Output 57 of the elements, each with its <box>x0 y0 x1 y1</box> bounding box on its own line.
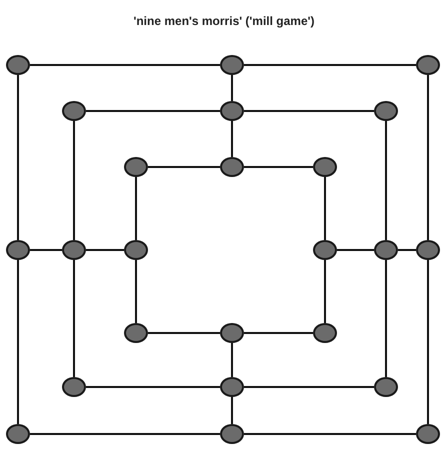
board-line <box>427 75 429 240</box>
board-line <box>244 433 416 435</box>
diagram-title: 'nine men's morris' ('mill game') <box>134 13 314 30</box>
board-point <box>124 240 148 260</box>
board-point <box>124 323 148 343</box>
board-point <box>6 240 30 260</box>
board-line <box>231 397 233 424</box>
board-line <box>231 343 233 377</box>
board-point <box>220 55 244 75</box>
board-point <box>416 240 440 260</box>
board-line <box>231 121 233 157</box>
board-line <box>244 110 374 112</box>
board-point <box>313 323 337 343</box>
board-line <box>244 332 313 334</box>
board-point <box>220 377 244 397</box>
board-point <box>416 55 440 75</box>
board-point <box>220 424 244 444</box>
board-line <box>86 249 124 251</box>
board-line <box>86 110 220 112</box>
board-point <box>62 377 86 397</box>
board-line <box>17 260 19 424</box>
board-point <box>374 240 398 260</box>
board-point <box>416 424 440 444</box>
board-line <box>385 260 387 377</box>
board-line <box>30 64 220 66</box>
board-line <box>337 249 374 251</box>
board-line <box>17 75 19 240</box>
board-line <box>385 121 387 240</box>
board-point <box>374 101 398 121</box>
board-point <box>313 240 337 260</box>
board-point <box>220 323 244 343</box>
board-line <box>86 386 220 388</box>
board-point <box>313 157 337 177</box>
board-point <box>62 240 86 260</box>
board-line <box>148 332 220 334</box>
board-point <box>220 101 244 121</box>
board-line <box>398 249 416 251</box>
board-line <box>231 75 233 101</box>
board-line <box>30 433 220 435</box>
board-line <box>135 260 137 323</box>
board-point <box>374 377 398 397</box>
board-point <box>6 424 30 444</box>
board-line <box>244 64 416 66</box>
board-line <box>73 260 75 377</box>
board-line <box>30 249 62 251</box>
board-line <box>324 177 326 240</box>
board-point <box>220 157 244 177</box>
board-line <box>135 177 137 240</box>
board-point <box>6 55 30 75</box>
board-line <box>244 166 313 168</box>
board-point <box>62 101 86 121</box>
board-line <box>324 260 326 323</box>
board-line <box>73 121 75 240</box>
board-line <box>427 260 429 424</box>
board-line <box>244 386 374 388</box>
board-line <box>148 166 220 168</box>
board-point <box>124 157 148 177</box>
